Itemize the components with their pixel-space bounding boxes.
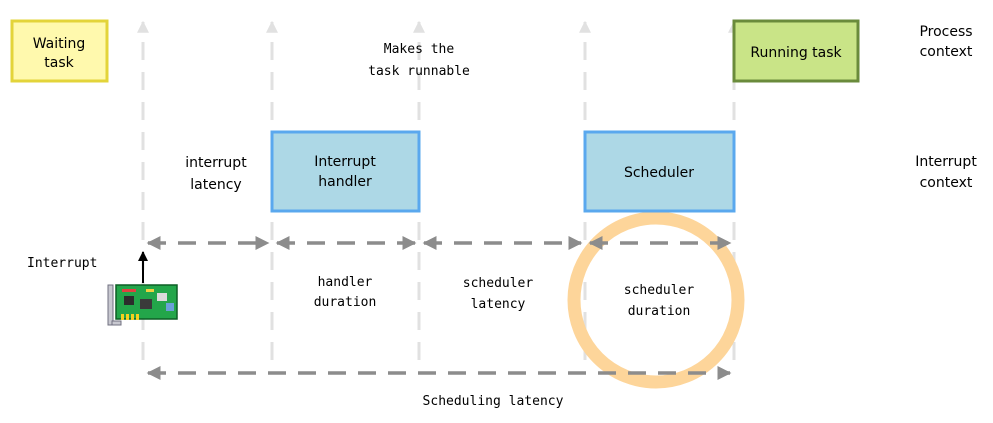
interrupt-handler-label-2: handler — [318, 174, 372, 190]
process-context-label-2: context — [920, 44, 973, 60]
scheduler-duration-label-2: duration — [628, 304, 691, 319]
makes-runnable-label-1: Makes the — [384, 42, 455, 57]
interrupt-handler-box — [270, 130, 421, 213]
interrupt-context-label-1: Interrupt — [915, 154, 977, 170]
network-card-icon — [107, 284, 178, 326]
process-context-label-1: Process — [919, 24, 972, 40]
waiting-task-box — [10, 19, 109, 83]
waiting-task-label-2: task — [44, 55, 74, 71]
scheduler-duration-highlight — [567, 211, 745, 389]
interrupt-context-label-2: context — [920, 175, 973, 191]
handler-duration-label-2: duration — [314, 295, 377, 310]
scheduling-latency-label: Scheduling latency — [423, 394, 564, 409]
waiting-task-label-1: Waiting — [33, 36, 86, 52]
interrupt-latency-label-1: interrupt — [185, 155, 247, 171]
scheduler-label: Scheduler — [624, 165, 694, 181]
scheduler-duration-label-1: scheduler — [624, 283, 695, 298]
interrupt-handler-label-1: Interrupt — [314, 154, 376, 170]
scheduler-latency-label-2: latency — [471, 297, 526, 312]
scheduler-latency-label-1: scheduler — [463, 276, 534, 291]
makes-runnable-label-2: task runnable — [368, 64, 470, 79]
handler-duration-label-1: handler — [318, 275, 373, 290]
scheduler-box — [583, 130, 736, 213]
interrupt-latency-label-2: latency — [190, 177, 241, 193]
running-task-box — [732, 19, 860, 83]
interrupt-label: Interrupt — [27, 256, 97, 271]
running-task-label: Running task — [750, 45, 842, 61]
duration-arrows — [146, 236, 732, 380]
